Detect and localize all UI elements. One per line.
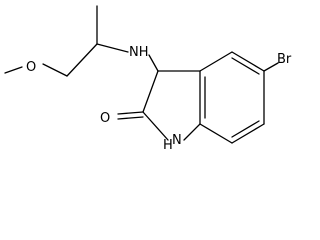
bond-c2-n1 [142,111,169,141]
bond-o-ch2 [42,63,68,77]
bond-c4-c5-inner [231,57,260,75]
atom-ring-nitrogen: N [172,133,182,148]
atom-amine-nh: NH [129,45,149,60]
bond-nh-c3 [148,54,159,72]
bond-ch2-ch [66,43,98,77]
bond-c3a-c4 [199,51,233,72]
bond-c5-br [263,62,279,72]
bond-c2-o-2 [117,116,144,120]
bond-c4-c5 [231,51,265,72]
bond-set [4,5,279,144]
bond-ch-nh [96,43,129,53]
atom-ring-hydrogen: H [163,138,173,153]
bond-methyl-o [4,66,23,74]
bond-c6-c7 [231,123,265,144]
atom-methoxy-oxygen: O [26,60,36,75]
bond-c2-o-1 [117,111,144,115]
atom-carbonyl-oxygen: O [100,111,110,126]
bond-c6-c7-inner [231,120,260,138]
bond-n1-c7a [183,123,201,141]
bond-c3-c2 [142,70,159,113]
atom-labels: O NH Br O H N [26,45,292,153]
bond-c7-c7a [199,123,233,144]
molecule-structure: O NH Br O H N [4,5,292,153]
atom-bromine: Br [277,52,292,67]
